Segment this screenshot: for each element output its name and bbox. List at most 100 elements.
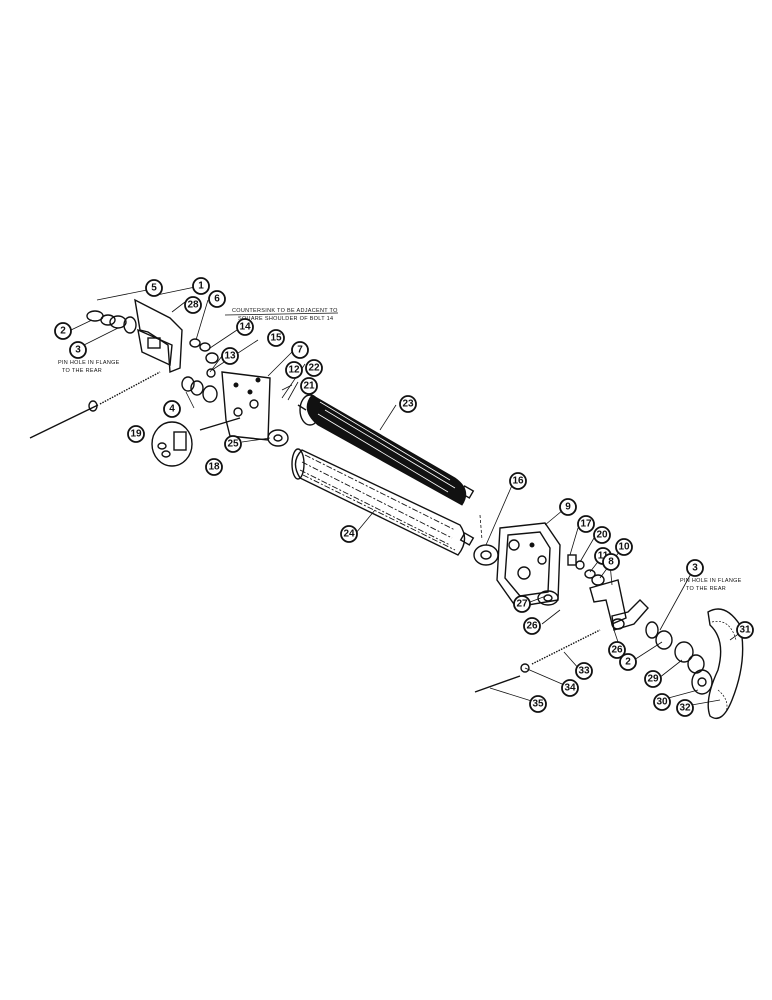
callout-22: 22 [305, 359, 323, 377]
svg-text:10: 10 [618, 542, 630, 553]
callout-29: 29 [644, 670, 662, 688]
note-countersink-line1: COUNTERSINK TO BE ADJACENT TO [232, 308, 338, 314]
callout-12: 12 [285, 361, 303, 379]
svg-text:28: 28 [187, 300, 199, 311]
callout-3: 3 [69, 341, 87, 359]
callout-23: 23 [399, 395, 417, 413]
callout-4: 4 [163, 400, 181, 418]
svg-text:11: 11 [598, 551, 609, 562]
note-pin-right-line2: TO THE REAR [686, 586, 726, 592]
svg-text:15: 15 [270, 333, 282, 344]
svg-text:12: 12 [288, 365, 300, 376]
svg-text:18: 18 [208, 462, 220, 473]
svg-text:35: 35 [532, 699, 544, 710]
svg-text:17: 17 [580, 519, 592, 530]
left-small-washers [181, 376, 218, 403]
note-pin-hole-right: PIN HOLE IN FLANGE TO THE REAR [680, 578, 742, 592]
right-washers [645, 621, 713, 695]
callout-1: 1 [192, 277, 210, 295]
callout-30: 30 [653, 693, 671, 711]
left-bearing-25 [267, 429, 289, 447]
right-small-parts [537, 554, 605, 606]
callout-32: 32 [676, 699, 694, 717]
note-pin-left-line1: PIN HOLE IN FLANGE [58, 360, 120, 366]
left-side-plate [199, 371, 271, 441]
svg-text:24: 24 [343, 529, 355, 540]
svg-text:14: 14 [239, 322, 251, 333]
left-bracket [134, 298, 183, 374]
callout-5: 5 [145, 279, 163, 297]
svg-text:27: 27 [516, 599, 528, 610]
left-bolts [189, 338, 219, 378]
callout-34: 34 [561, 679, 579, 697]
callout-27: 27 [513, 595, 531, 613]
chain-31 [707, 608, 744, 720]
left-washers [86, 310, 137, 334]
svg-text:33: 33 [578, 666, 590, 677]
note-pin-right-line1: PIN HOLE IN FLANGE [680, 578, 742, 584]
callout-19: 19 [127, 425, 145, 443]
svg-text:34: 34 [564, 683, 576, 694]
callout-9: 9 [559, 498, 577, 516]
right-bracket [589, 579, 649, 631]
right-spring-rod [474, 629, 601, 693]
note-pin-left-line2: TO THE REAR [62, 368, 102, 374]
callout-2-right: 2 [619, 653, 637, 671]
left-spring-rod [29, 371, 161, 439]
callout-14: 14 [236, 318, 254, 336]
callout-7: 7 [291, 341, 309, 359]
callouts: 5 1 28 2 6 3 14 15 13 7 12 22 21 4 19 18… [54, 277, 754, 717]
svg-text:29: 29 [647, 674, 659, 685]
roller-24 [291, 448, 475, 556]
callout-26-lower: 26 [523, 617, 541, 635]
svg-text:13: 13 [224, 351, 236, 362]
svg-text:1: 1 [198, 281, 204, 292]
svg-text:21: 21 [303, 381, 315, 392]
callout-25: 25 [224, 435, 242, 453]
roller-23 [297, 394, 475, 506]
callout-15: 15 [267, 329, 285, 347]
note-pin-hole-left: PIN HOLE IN FLANGE TO THE REAR [58, 360, 120, 374]
callout-8: 8 [602, 553, 620, 571]
callout-21: 21 [300, 377, 318, 395]
svg-text:22: 22 [308, 363, 320, 374]
right-bearing-16 [473, 514, 499, 566]
callout-16: 16 [509, 472, 527, 490]
callout-35: 35 [529, 695, 547, 713]
svg-text:7: 7 [297, 345, 303, 356]
svg-text:16: 16 [512, 476, 524, 487]
svg-text:8: 8 [608, 557, 614, 568]
callout-10: 10 [615, 538, 633, 556]
detail-circle-18 [151, 421, 193, 467]
callout-28: 28 [184, 296, 202, 314]
right-side-plate [496, 522, 561, 608]
note-countersink-line2: SQUARE SHOULDER OF BOLT 14 [238, 316, 333, 322]
callout-3-right: 3 [686, 559, 704, 577]
callout-13: 13 [221, 347, 239, 365]
svg-text:4: 4 [169, 404, 175, 415]
svg-text:2: 2 [625, 657, 631, 668]
svg-text:30: 30 [656, 697, 668, 708]
svg-text:3: 3 [692, 563, 698, 574]
svg-text:25: 25 [227, 439, 239, 450]
svg-text:6: 6 [214, 294, 220, 305]
svg-text:31: 31 [739, 625, 751, 636]
svg-text:9: 9 [565, 502, 571, 513]
note-countersink: COUNTERSINK TO BE ADJACENT TO SQUARE SHO… [232, 308, 338, 322]
svg-text:19: 19 [130, 429, 142, 440]
callout-6: 6 [208, 290, 226, 308]
svg-text:26: 26 [611, 645, 623, 656]
callout-26-right: 26 [608, 641, 626, 659]
callout-24: 24 [340, 525, 358, 543]
callout-2: 2 [54, 322, 72, 340]
callout-33: 33 [575, 662, 593, 680]
svg-text:2: 2 [60, 326, 66, 337]
svg-text:32: 32 [679, 703, 691, 714]
callout-20: 20 [593, 526, 611, 544]
svg-text:26: 26 [526, 621, 538, 632]
svg-text:20: 20 [596, 530, 608, 541]
svg-text:3: 3 [75, 345, 81, 356]
svg-text:23: 23 [402, 399, 414, 410]
callout-31: 31 [736, 621, 754, 639]
